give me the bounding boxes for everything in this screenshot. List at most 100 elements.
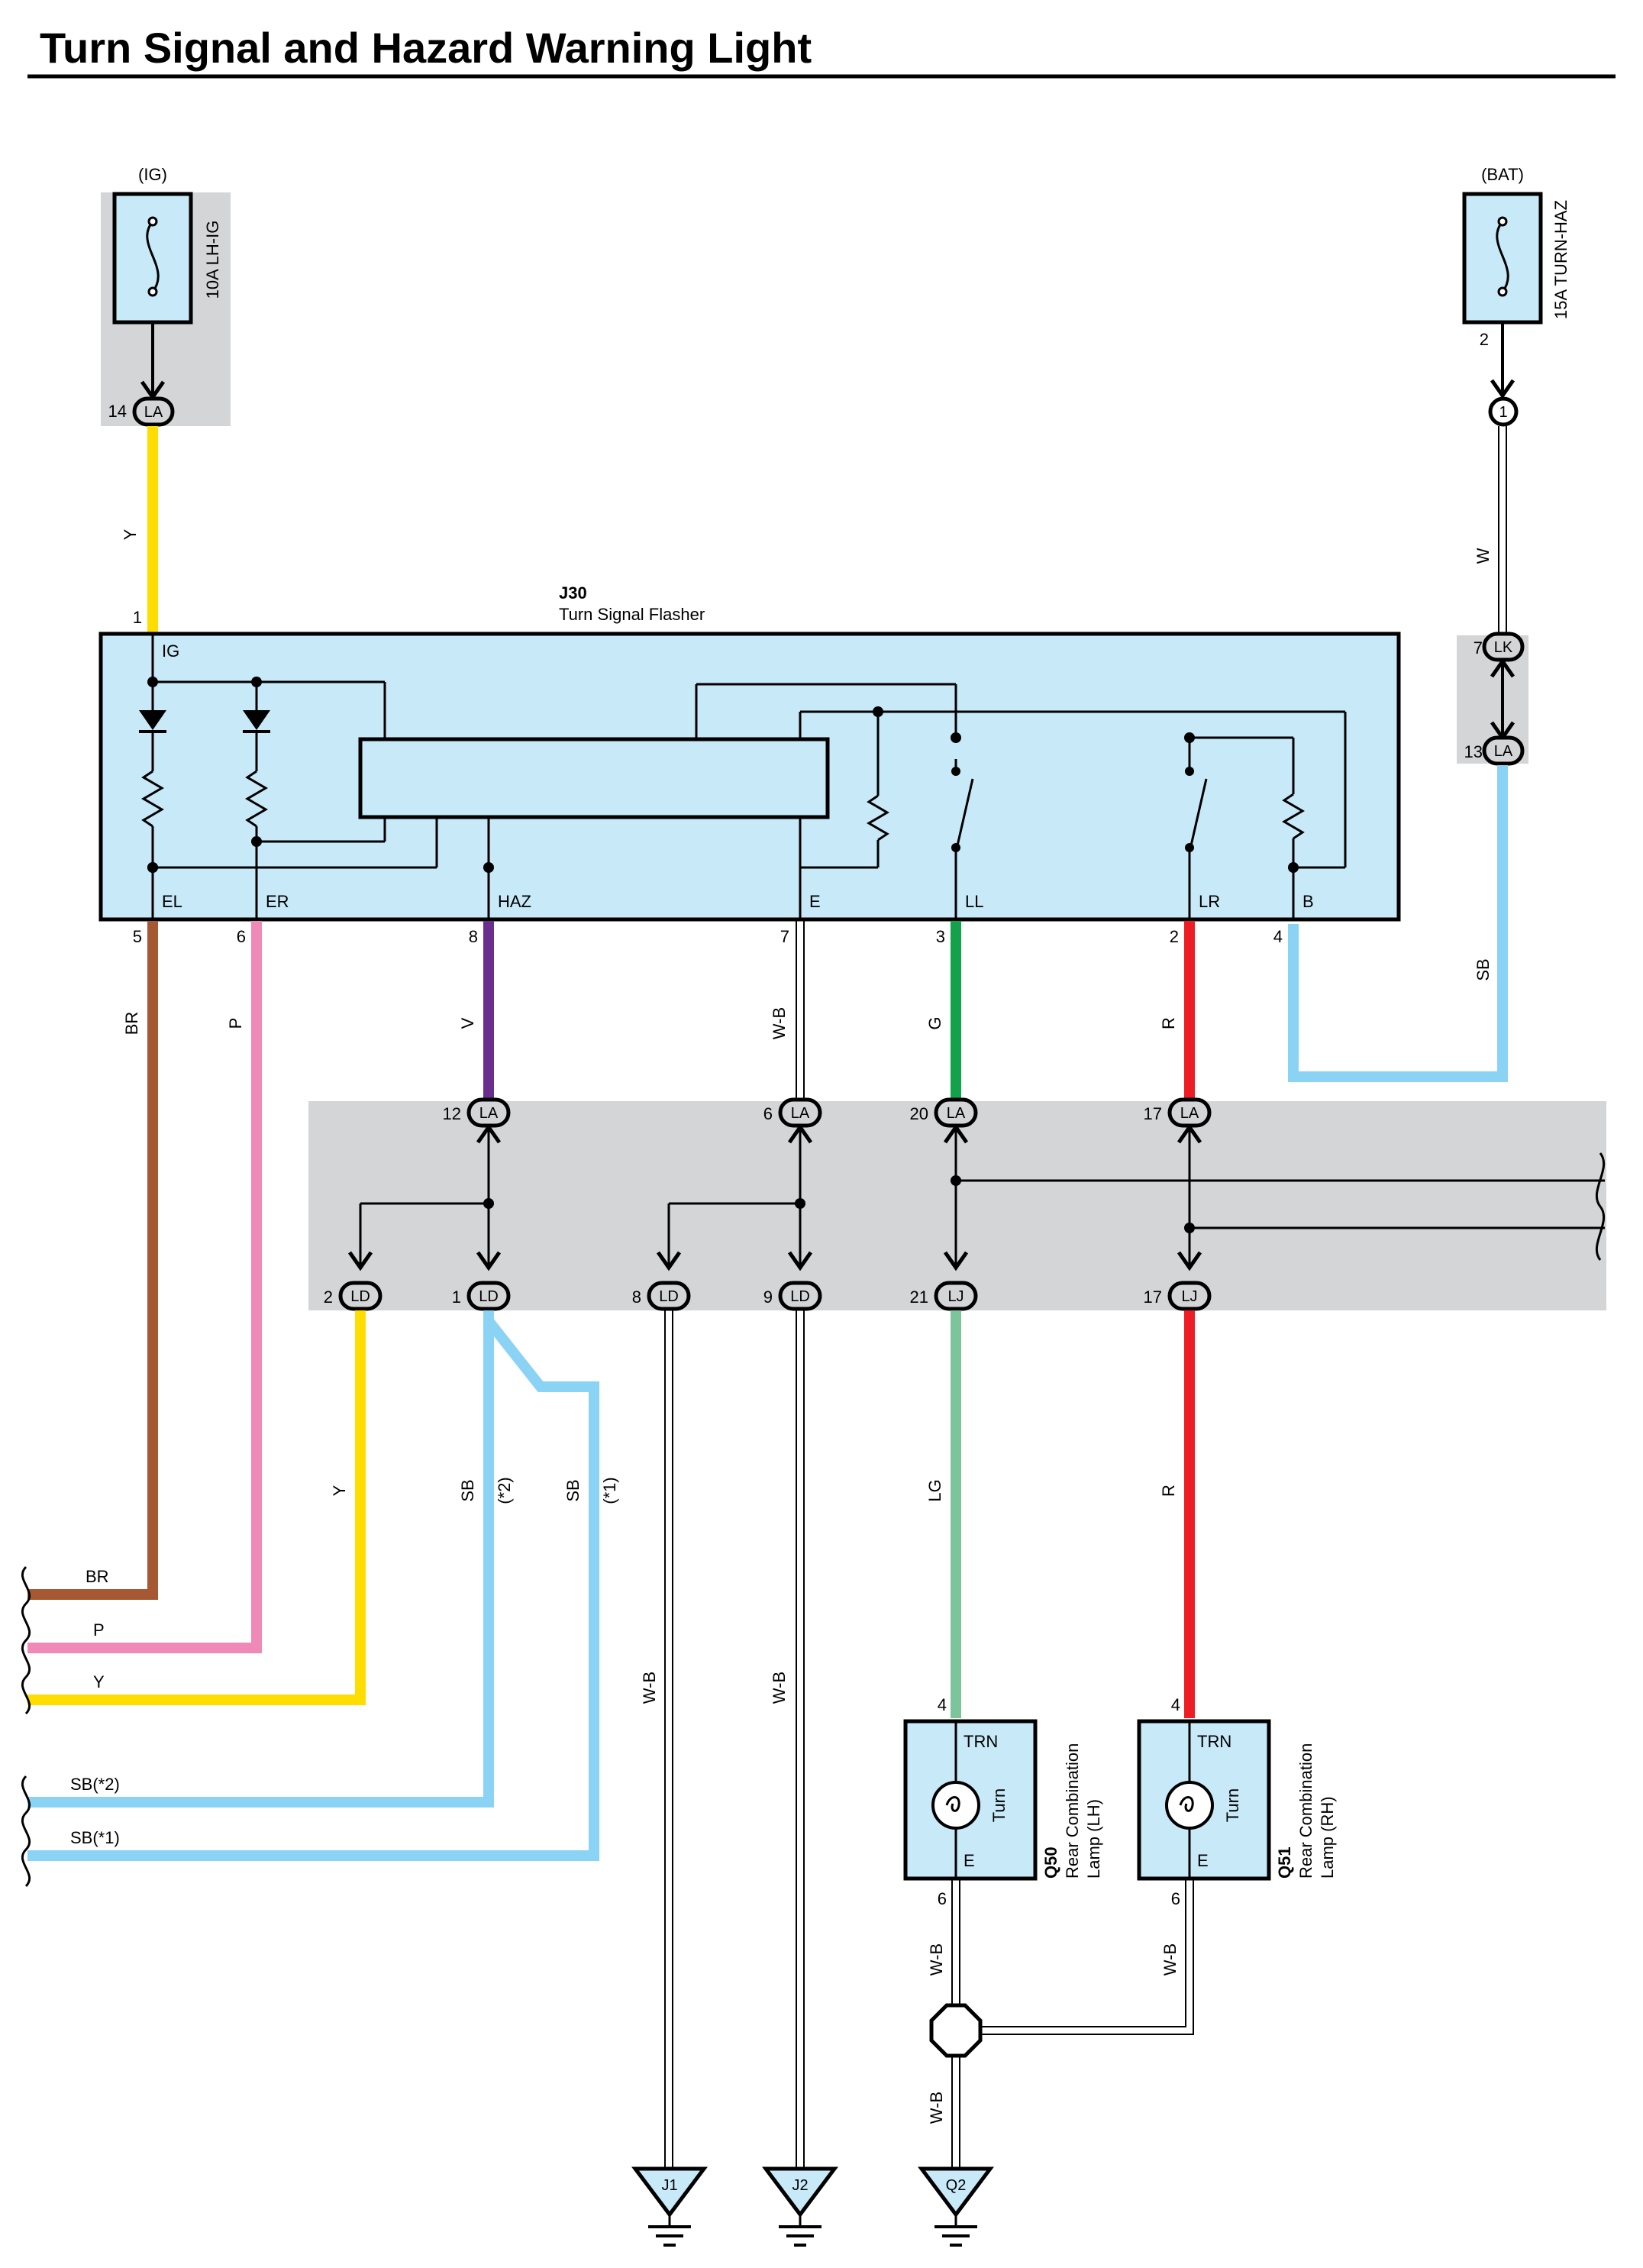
exit-y-label: Y [93, 1672, 105, 1691]
svg-text:TRN: TRN [1197, 1732, 1231, 1751]
junction-block-area [308, 1101, 1606, 1310]
svg-text:6: 6 [763, 1104, 773, 1123]
svg-text:4: 4 [1171, 1695, 1180, 1714]
bat-fuse-icon [1496, 221, 1509, 292]
jb-ld9-connector [778, 1281, 822, 1311]
svg-text:Lamp (LH): Lamp (LH) [1084, 1799, 1103, 1879]
svg-text:LJ: LJ [947, 1288, 964, 1305]
jb-la20-connector [934, 1097, 978, 1128]
bulb-rh-icon [1165, 1781, 1214, 1830]
svg-text:7: 7 [780, 927, 789, 946]
term-haz-label: HAZ [498, 892, 531, 911]
svg-text:17: 17 [1144, 1287, 1162, 1307]
svg-text:2: 2 [1170, 927, 1179, 946]
ig-connector [132, 396, 175, 427]
jb-ld8-connector [647, 1281, 691, 1311]
svg-text:LD: LD [479, 1288, 499, 1305]
svg-text:Rear Combination: Rear Combination [1296, 1743, 1315, 1879]
svg-text:LA: LA [1180, 1105, 1199, 1122]
ig-supply-label: (IG) [138, 165, 167, 184]
junction-internal [359, 1127, 1605, 1268]
bat-supply-label: (BAT) [1481, 165, 1524, 184]
term-el-label: EL [162, 892, 182, 911]
svg-text:LA: LA [1494, 743, 1513, 760]
wire-y-lower [27, 1310, 366, 1705]
svg-text:LG: LG [925, 1479, 944, 1501]
bat-fuse-name: 15A TURN-HAZ [1551, 200, 1570, 319]
svg-text:1: 1 [452, 1287, 461, 1307]
svg-text:17: 17 [1144, 1104, 1162, 1123]
continuation-break-icon [1595, 1152, 1606, 1261]
exit-p-label: P [93, 1620, 105, 1640]
flasher-ig-pin: 1 [133, 608, 142, 627]
svg-text:J1: J1 [661, 2177, 677, 2194]
svg-text:20: 20 [910, 1104, 928, 1123]
term-er-label: ER [266, 892, 289, 911]
svg-text:W-B: W-B [927, 1943, 946, 1976]
svg-text:3: 3 [936, 927, 945, 946]
exit-br-label: BR [86, 1567, 109, 1586]
ground-j1 [631, 2166, 708, 2247]
svg-text:LA: LA [791, 1105, 810, 1122]
svg-text:8: 8 [632, 1287, 641, 1307]
svg-text:2: 2 [324, 1287, 333, 1307]
svg-text:LA: LA [479, 1105, 499, 1122]
svg-text:P: P [226, 1018, 245, 1029]
svg-text:13: 13 [1464, 742, 1483, 761]
svg-text:V: V [458, 1017, 477, 1029]
bulb-lh-icon [931, 1781, 980, 1830]
svg-text:TRN: TRN [964, 1732, 998, 1751]
exit-sb2-label: SB(*2) [70, 1775, 120, 1794]
svg-text:(*2): (*2) [495, 1477, 514, 1504]
svg-text:SB: SB [458, 1479, 477, 1501]
svg-text:LA: LA [947, 1105, 966, 1122]
wire-sb-1 [27, 1317, 599, 1861]
svg-text:1: 1 [1499, 404, 1507, 421]
svg-text:W-B: W-B [640, 1672, 659, 1704]
la13-connector [1482, 735, 1525, 766]
term-e-label: E [809, 892, 821, 911]
svg-text:E: E [964, 1851, 975, 1870]
flasher-ig-label: IG [162, 641, 179, 661]
svg-text:LD: LD [790, 1288, 810, 1305]
svg-text:Lamp (RH): Lamp (RH) [1318, 1796, 1337, 1879]
wire-p [27, 921, 262, 1653]
svg-text:6: 6 [1171, 1889, 1180, 1908]
wire-sb-b [1288, 765, 1508, 1082]
wire-br [27, 921, 158, 1600]
svg-text:LD: LD [350, 1288, 370, 1305]
svg-text:6: 6 [938, 1889, 947, 1908]
svg-text:(*1): (*1) [600, 1477, 619, 1504]
svg-text:LA: LA [144, 404, 163, 421]
flasher-id: J30 [559, 583, 587, 603]
svg-text:G: G [925, 1016, 944, 1029]
svg-text:Turn: Turn [989, 1788, 1009, 1822]
ground-q2 [918, 2166, 994, 2247]
svg-text:W-B: W-B [1160, 1943, 1180, 1976]
diode-el-icon [139, 710, 166, 730]
svg-text:8: 8 [469, 927, 478, 946]
svg-text:21: 21 [910, 1287, 928, 1307]
splice-point [929, 2003, 983, 2058]
svg-text:Y: Y [330, 1485, 349, 1496]
term-b-label: B [1302, 892, 1314, 911]
ig-fuse-name: 10A LH-IG [203, 221, 222, 299]
ground-wire-label: W-B [927, 2092, 946, 2124]
ground-j2 [762, 2166, 838, 2247]
term-lr-label: LR [1199, 892, 1220, 911]
svg-text:LK: LK [1494, 639, 1513, 656]
jb-la6-connector [778, 1097, 822, 1128]
flasher-ic-block [358, 737, 830, 819]
jb-ld1-connector [466, 1281, 511, 1311]
lamp-lh-id: Q50 [1041, 1846, 1060, 1879]
svg-text:LJ: LJ [1181, 1288, 1197, 1305]
svg-text:Turn: Turn [1223, 1788, 1242, 1822]
jb-lj21-connector [934, 1281, 978, 1311]
diode-er-icon [243, 710, 270, 730]
wire-sb-2 [27, 1310, 494, 1808]
left-break-icons [21, 1565, 31, 1888]
bat-arrow-icon [1490, 379, 1515, 399]
svg-text:W-B: W-B [770, 1007, 789, 1039]
svg-text:R: R [1159, 1485, 1178, 1497]
ig-pin: 14 [108, 402, 127, 421]
